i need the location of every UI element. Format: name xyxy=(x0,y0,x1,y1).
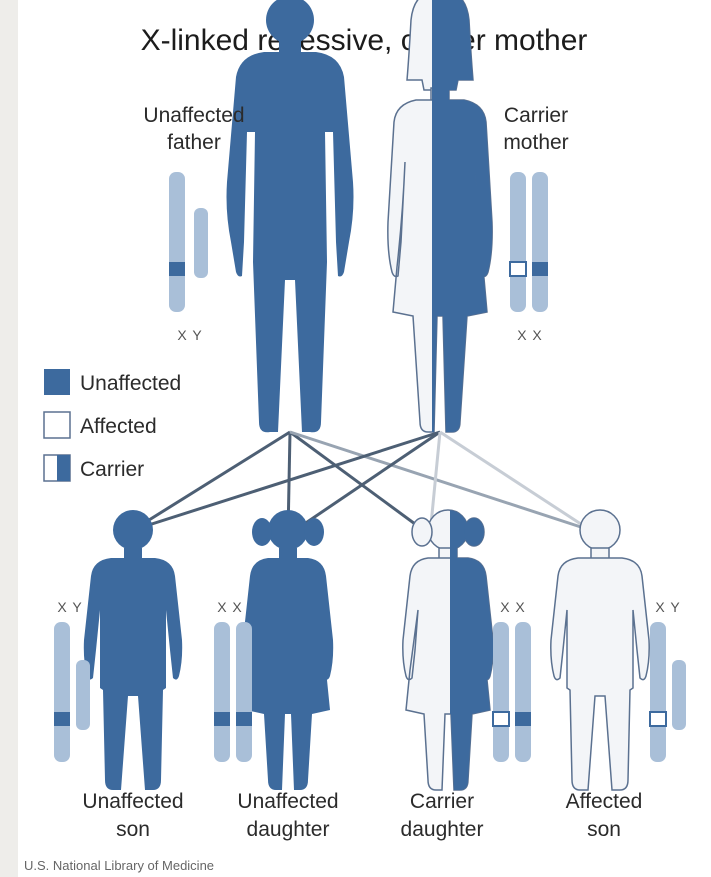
son2-chromosomes xyxy=(650,622,686,762)
son1-label-line1: Unaffected xyxy=(82,790,183,813)
diagram-title: X-linked recessive, carrier mother xyxy=(141,24,588,57)
legend-swatch-affected xyxy=(44,412,70,438)
daughter1-chromosomes xyxy=(214,622,252,762)
father-label-line1: Unaffected xyxy=(143,104,244,127)
source-credit: U.S. National Library of Medicine xyxy=(24,858,214,873)
daughter1-label-line1: Unaffected xyxy=(237,790,338,813)
mother-chromosomes xyxy=(510,172,548,312)
daughter2-label-line1: Carrier xyxy=(410,790,474,813)
son1-label-line2: son xyxy=(116,818,150,841)
daughter1-xx-label: X X xyxy=(217,599,243,615)
mother-xx-label: X X xyxy=(517,327,543,343)
son1-figure xyxy=(84,510,182,790)
father-chromosomes xyxy=(169,172,208,312)
daughter1-label-line2: daughter xyxy=(247,818,330,841)
father-label-line2: father xyxy=(167,131,221,154)
daughter2-xx-label: X X xyxy=(500,599,526,615)
mother-label-line2: mother xyxy=(503,131,568,154)
mother-figure xyxy=(388,0,492,432)
line-father-son1 xyxy=(133,432,290,530)
legend: Unaffected Affected Carrier xyxy=(44,369,181,481)
legend-label-affected: Affected xyxy=(80,415,157,438)
daughter2-label-line2: daughter xyxy=(401,818,484,841)
legend-label-carrier: Carrier xyxy=(80,458,144,481)
mother-label-line1: Carrier xyxy=(504,104,568,127)
daughter1-figure xyxy=(243,510,333,790)
son2-xy-label: X Y xyxy=(655,599,680,615)
son1-xy-label: X Y xyxy=(57,599,82,615)
inheritance-lines xyxy=(133,432,590,535)
son2-label-line1: Affected xyxy=(566,790,643,813)
son2-figure xyxy=(551,510,649,790)
son2-label-line2: son xyxy=(587,818,621,841)
x-linked-inheritance-diagram: X-linked recessive, carrier mother Unaff… xyxy=(18,0,711,877)
father-xy-label: X Y xyxy=(177,327,202,343)
father-figure xyxy=(227,0,354,432)
legend-label-unaffected: Unaffected xyxy=(80,372,181,395)
daughter2-chromosomes xyxy=(493,622,531,762)
legend-swatch-unaffected xyxy=(44,369,70,395)
diagram-frame: X-linked recessive, carrier mother Unaff… xyxy=(18,0,711,877)
